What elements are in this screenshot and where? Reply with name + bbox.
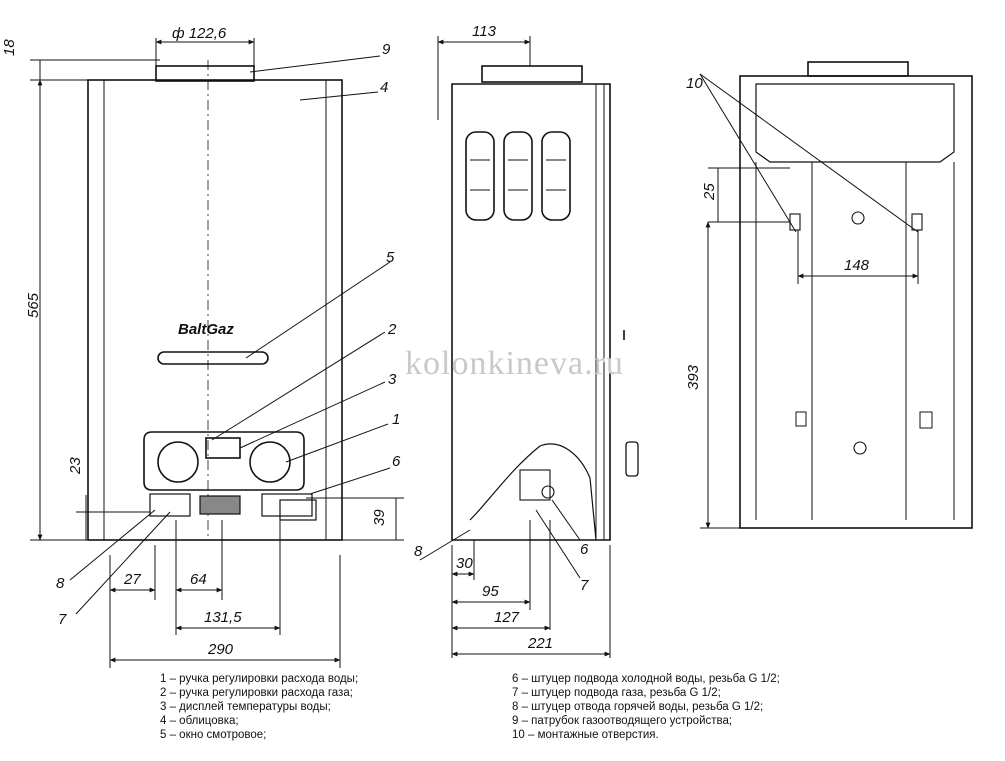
dim-393: 393 [685, 364, 702, 390]
front-flue-pipe [155, 65, 255, 82]
side-dimension-labels: 113 30 95 127 221 8 6 7 [414, 23, 589, 652]
back-view [739, 61, 973, 529]
dim-148: 148 [844, 257, 870, 274]
dim-221: 221 [527, 635, 553, 652]
dim-18: 18 [1, 39, 18, 56]
back-hood [755, 83, 955, 163]
vent-slot-2 [503, 131, 533, 221]
front-dimensions [30, 38, 404, 668]
callout-4: 4 [380, 79, 388, 96]
dim-23: 23 [67, 457, 84, 475]
callout-1: 1 [392, 411, 400, 428]
control-panel [143, 431, 305, 491]
front-dimension-labels: 18 ф 122,6 565 23 39 27 64 131,5 290 [1, 25, 388, 658]
dim-127: 127 [494, 609, 520, 626]
dim-30: 30 [456, 555, 473, 572]
legend-item-4: 4 – облицовка; [160, 715, 239, 727]
legend-item-7: 7 – штуцер подвода газа, резьба G 1/2; [512, 687, 721, 699]
dim-pipe-diameter: ф 122,6 [172, 25, 227, 42]
dim-565: 565 [25, 292, 42, 318]
dim-27: 27 [123, 571, 141, 588]
legend-item-1: 1 – ручка регулировки расхода воды; [160, 673, 359, 685]
callout-7: 7 [58, 611, 67, 628]
callout-3: 3 [388, 371, 397, 388]
display-icon [205, 437, 241, 459]
side-callout-6: 6 [580, 541, 589, 558]
legend-left: 1 – ручка регулировки расхода воды; 2 – … [160, 672, 358, 742]
front-callouts: 9 4 5 2 3 1 6 8 7 [56, 41, 401, 628]
callout-6: 6 [392, 453, 401, 470]
legend-item-5: 5 – окно смотровое; [160, 729, 267, 741]
side-flue-pipe [481, 65, 583, 83]
back-casing [739, 75, 973, 529]
back-dimensions [699, 73, 919, 529]
legend-item-9: 9 – патрубок газоотводящего устройства; [512, 715, 733, 727]
callout-2: 2 [387, 321, 397, 338]
vent-slot-1 [465, 131, 495, 221]
brand-logo: BaltGaz [178, 321, 234, 338]
callout-9: 9 [382, 41, 391, 58]
legend-item-3: 3 – дисплей температуры воды; [160, 701, 331, 713]
legend-right: 6 – штуцер подвода холодной воды, резьба… [512, 672, 780, 742]
mount-hole-left-icon [789, 213, 801, 231]
dim-290: 290 [207, 641, 234, 658]
dim-25: 25 [701, 183, 718, 201]
side-callout-8: 8 [414, 543, 423, 560]
dim-64: 64 [190, 571, 207, 588]
front-view [87, 60, 343, 541]
front-casing [87, 79, 343, 541]
back-callout-10: 10 [686, 75, 703, 92]
side-casing [451, 83, 611, 541]
callout-5: 5 [386, 249, 395, 266]
knob-gas-icon [249, 441, 291, 483]
side-callout-7: 7 [580, 577, 589, 594]
watermark: kolonkineva.ru [405, 345, 624, 382]
legend-item-8: 8 – штуцер отвода горячей воды, резьба G… [512, 701, 764, 713]
legend-item-2: 2 – ручка регулировки расхода газа; [160, 687, 353, 699]
callout-8: 8 [56, 575, 65, 592]
legend-item-6: 6 – штуцер подвода холодной воды, резьба… [512, 673, 780, 685]
mount-hole-right-icon [911, 213, 923, 231]
side-dimensions [419, 36, 611, 658]
legend-item-10: 10 – монтажные отверстия. [512, 729, 659, 741]
back-flue-pipe [807, 61, 909, 77]
dim-95: 95 [482, 583, 499, 600]
vent-slot-3 [541, 131, 571, 221]
side-view [451, 65, 639, 541]
dim-113: 113 [472, 23, 497, 40]
dim-39: 39 [371, 509, 388, 526]
knob-water-icon [157, 441, 199, 483]
sight-window [157, 351, 269, 365]
back-dimension-labels: 10 25 148 393 [685, 75, 870, 390]
dim-131: 131,5 [204, 609, 242, 626]
